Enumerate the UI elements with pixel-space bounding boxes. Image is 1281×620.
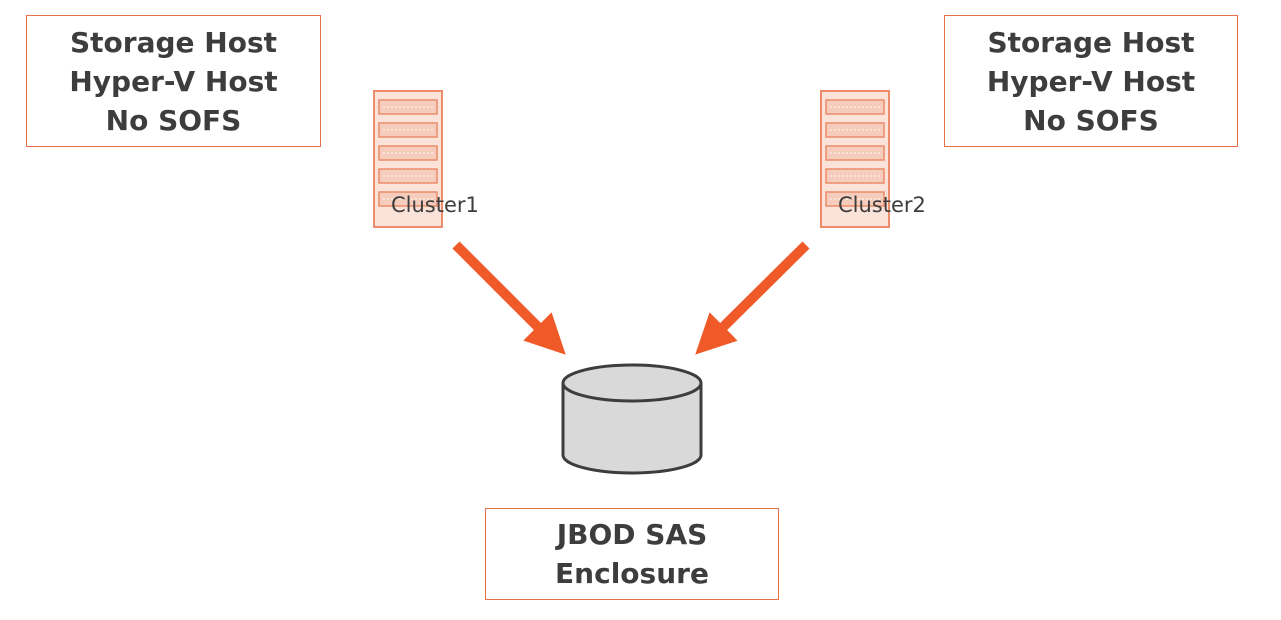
- right-host-line2: Hyper-V Host: [986, 64, 1196, 98]
- server-label-cluster1: Cluster1: [391, 193, 479, 217]
- arrow-cluster1-to-storage: [452, 241, 566, 355]
- storage-label-box: JBOD SAS Enclosure: [485, 508, 779, 600]
- database-cylinder-icon: [561, 363, 703, 475]
- server-label-cluster2: Cluster2: [838, 193, 926, 217]
- right-host-line3: No SOFS: [1023, 103, 1159, 137]
- right-host-label-box: Storage Host Hyper-V Host No SOFS: [944, 15, 1238, 147]
- right-host-line1: Storage Host: [987, 25, 1195, 59]
- left-host-label-box: Storage Host Hyper-V Host No SOFS: [26, 15, 321, 147]
- arrow-cluster2-to-storage: [695, 241, 810, 355]
- server-rack-icon: [373, 90, 443, 228]
- storage-line2: Enclosure: [555, 557, 709, 590]
- left-host-line3: No SOFS: [105, 103, 242, 137]
- left-host-line1: Storage Host: [70, 25, 277, 59]
- server-rack-icon: [820, 90, 890, 228]
- storage-line1: JBOD SAS: [556, 518, 708, 551]
- left-host-line2: Hyper-V Host: [69, 64, 278, 98]
